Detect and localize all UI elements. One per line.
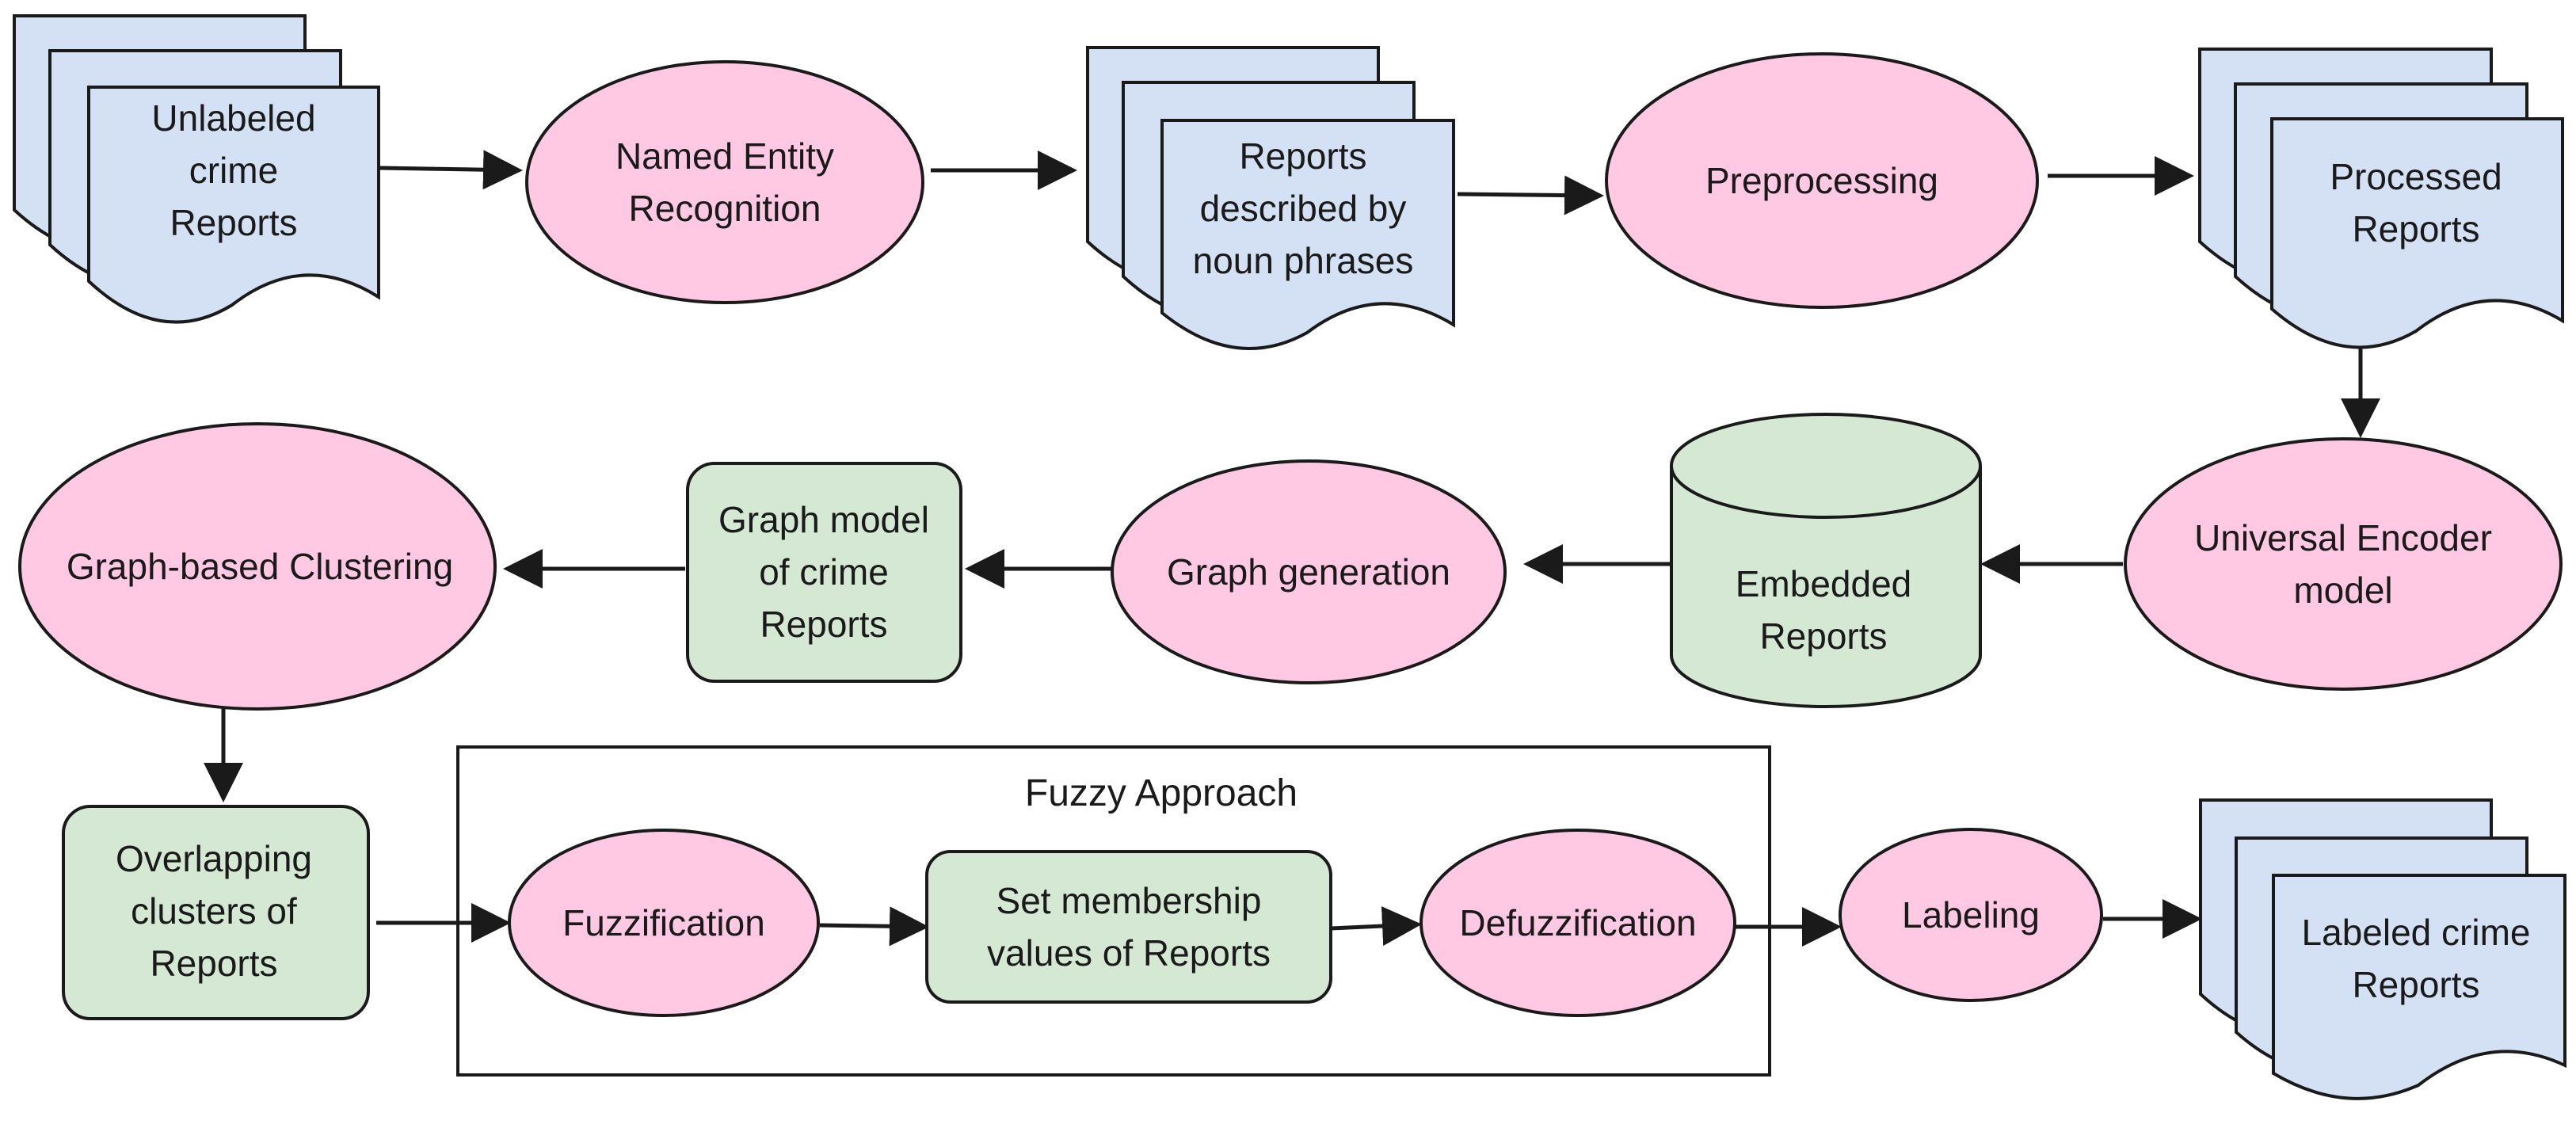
node-label-line: noun phrases: [1193, 240, 1414, 281]
fuzzification-node: Fuzzification: [508, 829, 820, 1017]
node-label-line: Named Entity: [615, 135, 834, 177]
labeling-node: Labeling: [1839, 828, 2103, 1002]
node-label: Reports described by noun phrases: [1193, 135, 1414, 281]
node-label-line: values of Reports: [987, 932, 1271, 974]
node-label-line: Recognition: [629, 188, 821, 229]
node-label-line: Graph generation: [1167, 551, 1450, 593]
node-label-line: Defuzzification: [1459, 902, 1696, 943]
node-label-line: model: [2293, 570, 2392, 611]
node-label-line: Graph model: [718, 499, 929, 540]
fuzzy-approach-title: Fuzzy Approach: [1025, 772, 1298, 814]
node-label-line: Fuzzification: [562, 902, 765, 943]
edge-unlabeled-to-ner: [378, 150, 523, 190]
universal-encoder-node: Universal Encoder model: [2124, 437, 2563, 691]
fuzzy-approach-group: Fuzzy Approach: [456, 745, 1771, 1077]
node-label-line: crime: [189, 150, 278, 191]
node-label-line: Reports: [150, 943, 277, 984]
node-label: Fuzzification: [562, 902, 765, 943]
preprocessing-node: Preprocessing: [1605, 52, 2039, 309]
node-label-line: Unlabeled: [151, 97, 315, 139]
node-label-line: Reports: [2352, 208, 2479, 250]
node-label-line: Labeled crime: [2302, 912, 2531, 953]
graph-based-clustering-node: Graph-based Clustering: [18, 422, 497, 711]
set-membership-node: Set membership values of Reports: [925, 850, 1332, 1004]
edge-fuzzification-to-set-membership: [819, 906, 929, 947]
node-label-line: Reports: [2352, 964, 2479, 1005]
node-label-line: Preprocessing: [1705, 160, 1938, 201]
node-label-line: Reports: [170, 202, 297, 243]
defuzzification-node: Defuzzification: [1419, 829, 1736, 1017]
node-label-line: Overlapping: [116, 838, 312, 879]
node-label-line: Reports: [1239, 135, 1366, 177]
edge-noun-phrase-reports-to-preprocessing: [1457, 175, 1604, 215]
node-label-line: Reports: [1759, 615, 1887, 657]
edge-set-membership-to-defuzzification: [1330, 906, 1422, 947]
node-label-line: Universal Encoder: [2194, 517, 2492, 558]
node-label: Set membership values of Reports: [987, 880, 1271, 974]
node-label-line: Graph-based Clustering: [67, 546, 453, 587]
node-label: Graph-based Clustering: [67, 546, 453, 587]
node-label-line: Processed: [2330, 156, 2502, 197]
graph-generation-node: Graph generation: [1111, 459, 1507, 684]
node-label: Universal Encoder model: [2194, 517, 2492, 611]
node-label: Graph generation: [1167, 551, 1450, 593]
node-label-line: Set membership: [996, 880, 1262, 921]
overlapping-clusters-node: Overlapping clusters of Reports: [62, 805, 370, 1020]
node-label-line: Labeling: [1902, 894, 2040, 936]
node-label: Defuzzification: [1459, 902, 1696, 943]
node-label: Overlapping clusters of Reports: [116, 838, 312, 984]
node-label: Labeling: [1902, 894, 2040, 936]
node-label-line: Reports: [760, 604, 887, 645]
node-label-line: described by: [1200, 188, 1407, 229]
noun-phrase-reports-node: Reports described by noun phrases: [1086, 46, 1455, 350]
node-label-line: clusters of: [131, 890, 297, 932]
node-label-line: Embedded: [1736, 563, 1912, 604]
node-label-line: of crime: [759, 551, 889, 593]
node-label: Preprocessing: [1705, 160, 1938, 201]
edges: [204, 150, 2380, 947]
